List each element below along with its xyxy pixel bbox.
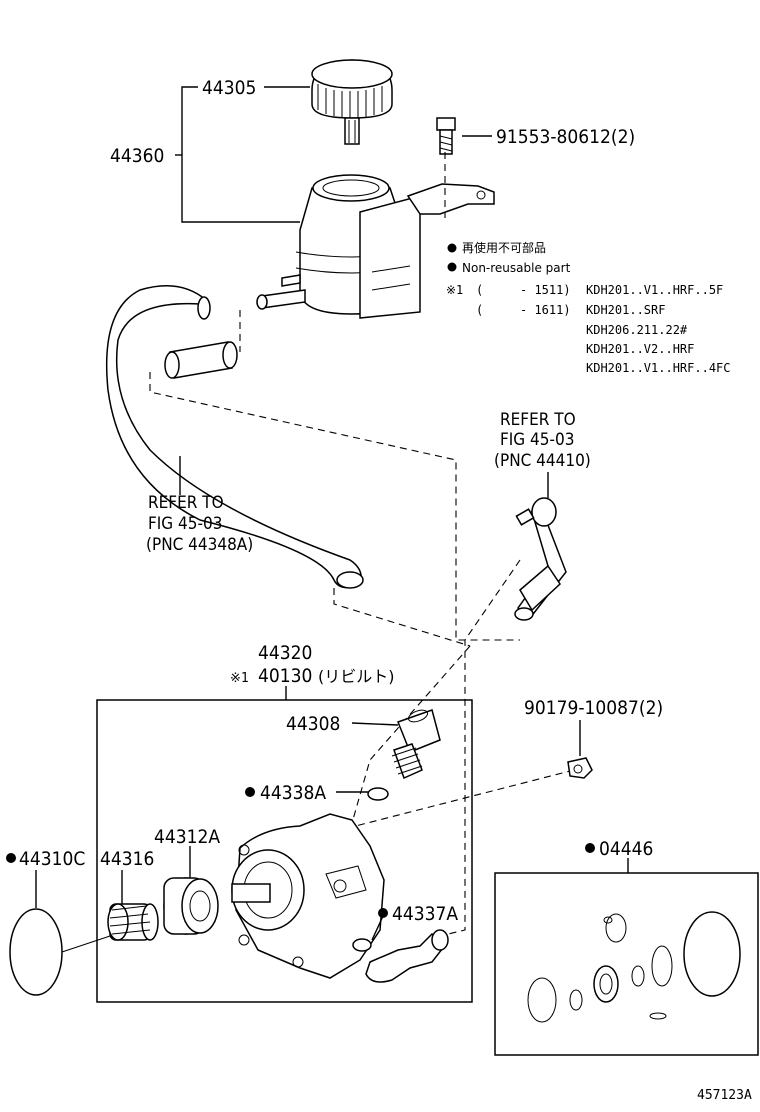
nonreusable-dot-44310C — [6, 853, 16, 863]
label-44360: 44360 — [110, 145, 164, 167]
nonreusable-dot-icon — [447, 243, 457, 253]
nonreusable-dot-icon-2 — [447, 262, 457, 272]
reservoir-bracket[interactable] — [359, 183, 495, 319]
label-04446: 04446 — [599, 838, 653, 860]
label-44305: 44305 — [202, 77, 256, 99]
nut-90179-10087[interactable] — [567, 757, 593, 779]
ref-right-line1[interactable]: REFER TO — [500, 410, 576, 430]
label-44310C: 44310C — [19, 848, 85, 870]
legend-row2-range: - 1611) — [520, 303, 571, 317]
pump-assembly-frame — [96, 699, 473, 1003]
ref-left-line3[interactable]: (PNC 44348A) — [146, 535, 253, 555]
legend-row1-models: KDH201..V1..HRF..5F — [586, 283, 723, 297]
ref-right-line2[interactable]: FIG 45-03 — [500, 430, 574, 450]
nonreusable-dot-44338A — [245, 787, 255, 797]
label-44338A: 44338A — [260, 782, 326, 804]
leader-44310C-ring — [61, 935, 111, 953]
fitting-44308[interactable] — [391, 708, 441, 780]
label-44316: 44316 — [100, 848, 154, 870]
phantom-lines — [149, 152, 575, 937]
return-hose[interactable] — [105, 285, 364, 589]
gasket-kit-frame — [494, 872, 759, 1056]
reservoir-cap-44305[interactable] — [311, 59, 393, 145]
ref-right-line3[interactable]: (PNC 44410) — [494, 451, 591, 471]
gasket-kit-04446[interactable] — [527, 911, 741, 1023]
bearing-44312A[interactable] — [163, 877, 219, 935]
outlet-union-44337A[interactable] — [365, 929, 449, 983]
legend-row1-range: - 1511) — [520, 283, 571, 297]
label-44312A: 44312A — [154, 826, 220, 848]
legend-nonreusable-en: Non-reusable part — [462, 261, 571, 275]
label-44320: 44320 — [258, 642, 312, 664]
leader-lines — [35, 86, 629, 941]
pump-body[interactable] — [231, 813, 385, 979]
nonreusable-dot-04446 — [585, 843, 595, 853]
label-91553-80612: 91553-80612(2) — [496, 126, 635, 148]
supply-hose-short[interactable] — [164, 341, 238, 379]
o-ring-44310C[interactable] — [9, 908, 63, 996]
label-44308: 44308 — [286, 713, 340, 735]
nonreusable-dot-44337A — [378, 908, 388, 918]
legend-row3-models: KDH206.211.22# — [586, 323, 688, 337]
legend-row1-open: ( — [476, 283, 483, 297]
o-ring-44337A-seal[interactable] — [352, 938, 372, 952]
legend-note-mark: ※1 — [446, 283, 463, 297]
label-40130: 40130 — [258, 665, 312, 687]
label-44337A: 44337A — [392, 903, 458, 925]
rotor-44316[interactable] — [107, 903, 159, 941]
ref-left-line1[interactable]: REFER TO — [148, 493, 224, 513]
label-40130-note: (リビルト) — [318, 667, 395, 686]
o-ring-44338A[interactable] — [367, 787, 389, 801]
label-40130-mark: ※1 — [230, 671, 249, 686]
legend-row2-models: KDH201..SRF — [586, 303, 665, 317]
legend-nonreusable-jp: 再使用不可部品 — [462, 240, 546, 255]
ref-left-line2[interactable]: FIG 45-03 — [148, 514, 222, 534]
pressure-hose[interactable] — [514, 497, 567, 621]
legend-row5-models: KDH201..V1..HRF..4FC — [586, 361, 731, 375]
legend-row2-open: ( — [476, 303, 483, 317]
bolt-91553-80612[interactable] — [436, 117, 456, 155]
diagram-id: 457123A — [697, 1088, 752, 1103]
label-90179-10087: 90179-10087(2) — [524, 697, 663, 719]
legend-row4-models: KDH201..V2..HRF — [586, 342, 694, 356]
